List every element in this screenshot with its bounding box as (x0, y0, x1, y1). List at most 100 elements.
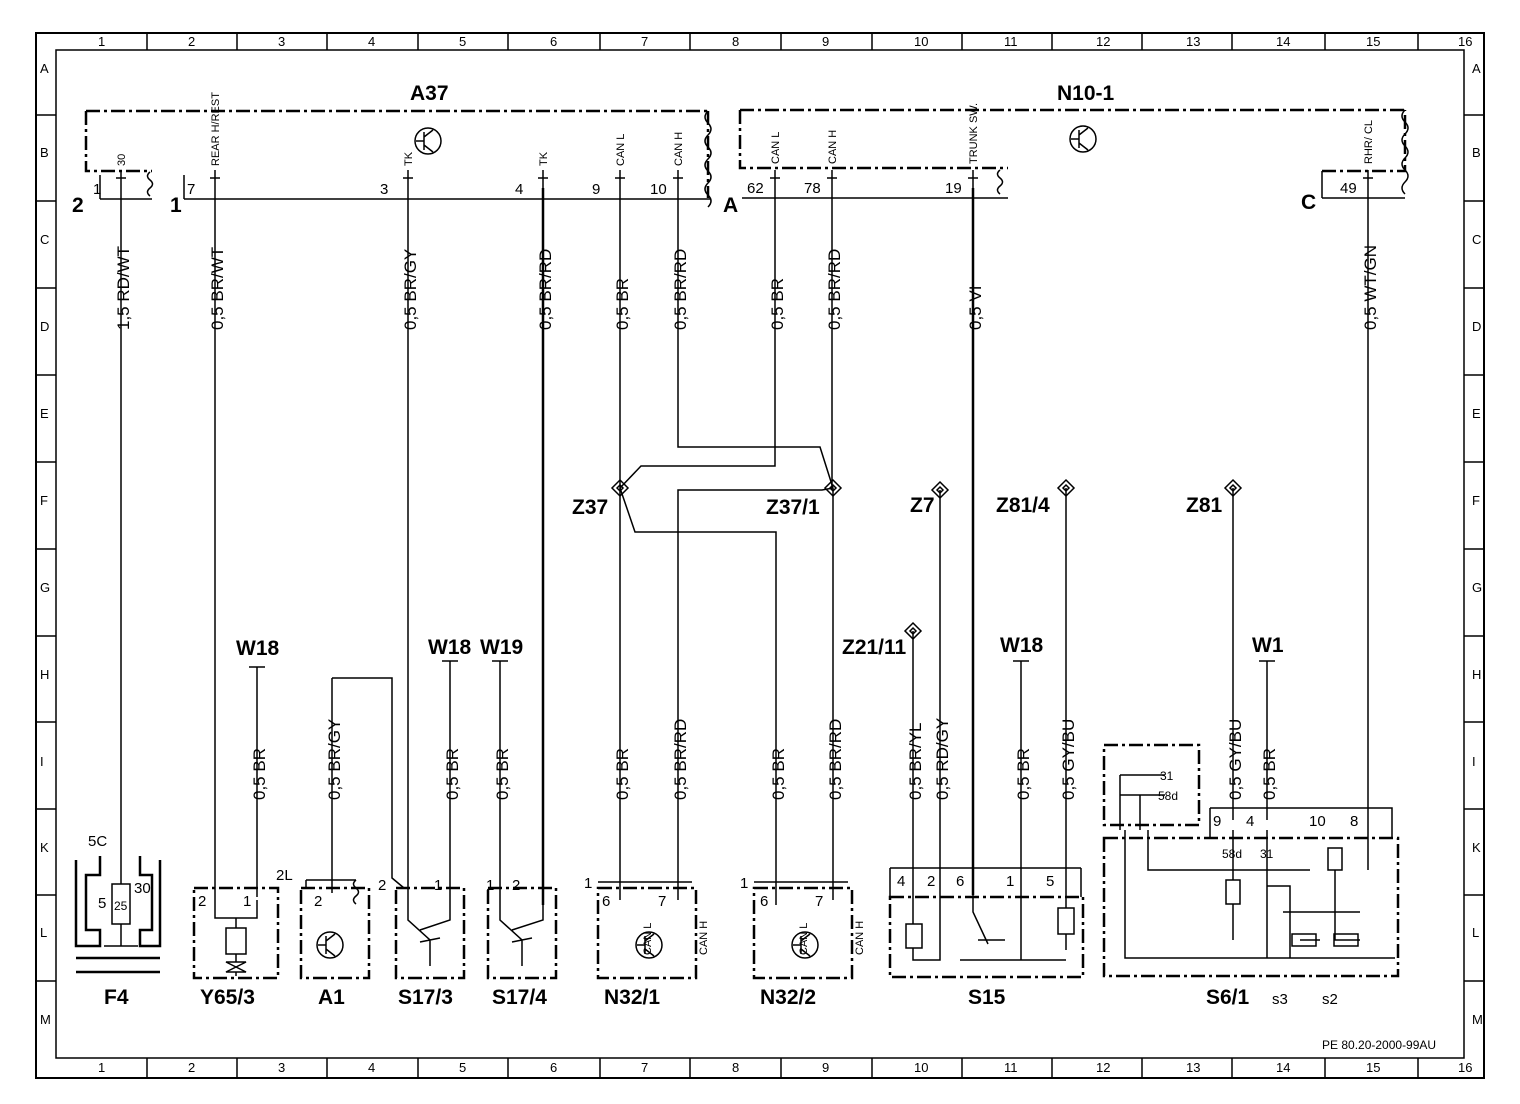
s61-term-58d-b: 58d (1222, 847, 1242, 861)
a1-label: A1 (318, 986, 345, 1009)
s15-pin-2: 2 (927, 873, 935, 890)
n10-pin-stub (770, 170, 780, 188)
wire-label: 0,5 BR (613, 278, 632, 330)
grid-row-label: L (1472, 925, 1479, 940)
ground-w1: W1 (1252, 634, 1284, 657)
component-s17-4: 1 2 S17/4 (486, 877, 558, 1009)
wire-label: 0,5 BR/YL (906, 723, 925, 801)
grid-row-label: G (40, 580, 50, 595)
wire-label: 0,5 BR/RD (671, 719, 690, 800)
a37-pin-number: 4 (515, 181, 523, 198)
wire-label: 0,5 BR (769, 748, 788, 800)
grid-row-label: K (40, 840, 49, 855)
grid-col-label: 6 (550, 1060, 557, 1075)
n322-signal-can-l: CAN L (798, 923, 810, 955)
wire-label: 0,5 RD/GY (933, 718, 952, 800)
ground-w19: W19 (480, 636, 523, 659)
a37-connector-2: 2 (72, 194, 84, 217)
f4-terminal-5c: 5C (88, 833, 107, 850)
grid-col-label: 5 (459, 34, 466, 49)
grid-row-label: I (40, 754, 44, 769)
ground-w18-a: W18 (236, 637, 280, 660)
s61-term-31-b: 31 (1260, 847, 1274, 861)
grid-row-label: G (1472, 580, 1482, 595)
wire-label: 0,5 BR (768, 278, 787, 330)
f4-pin-5: 5 (98, 895, 106, 912)
s61-sub-s3: s3 (1272, 991, 1288, 1008)
grid-col-label: 5 (459, 1060, 466, 1075)
n322-label: N32/2 (760, 986, 816, 1009)
s173-pin-1: 1 (434, 877, 442, 894)
grid-col-label: 2 (188, 1060, 195, 1075)
a37-pin-signal: TK (403, 151, 415, 166)
wire-label: 0,5 BR/GY (401, 249, 420, 330)
grid-col-label: 14 (1276, 34, 1290, 49)
wire-label: 0,5 BR (443, 748, 462, 800)
grid-col-label: 6 (550, 34, 557, 49)
a37-pin-stub (673, 170, 683, 188)
f4-label: F4 (104, 986, 129, 1009)
y65-label: Y65/3 (200, 986, 255, 1009)
component-n32-2: 1 6 7 CAN L CAN H N32/2 (740, 875, 866, 1009)
grid-col-label: 1 (98, 34, 105, 49)
splice-z21-11-label: Z21/11 (842, 636, 907, 659)
a37-pin-signal: CAN H (673, 132, 685, 166)
a37-pin-stub (116, 170, 126, 188)
wire-label: 0,5 BR (1260, 748, 1279, 800)
grid-col-label: 13 (1186, 1060, 1200, 1075)
grid-row-label: B (40, 145, 49, 160)
splice-node (610, 478, 630, 498)
wire-label: 0,5 GY/BU (1226, 719, 1245, 800)
a37-pin-signal: CAN L (615, 134, 627, 166)
n10-pin-signal: CAN L (770, 132, 782, 164)
wire-label: 0,5 BR (613, 748, 632, 800)
grid-col-label: 8 (732, 34, 739, 49)
grid-col-label: 10 (914, 34, 928, 49)
a37-pin-signal: REAR H/REST (210, 92, 222, 166)
y65-pin-1: 1 (243, 893, 251, 910)
splice-node (935, 485, 945, 495)
grid-row-label: M (1472, 1012, 1483, 1027)
a37-pin-signal: TK (538, 151, 550, 166)
y65-pin-2: 2 (198, 893, 206, 910)
a37-pin-stub (210, 170, 220, 188)
a37-pin-number: 3 (380, 181, 388, 198)
s61-pin-10: 10 (1309, 813, 1326, 830)
n10-pin-signal: TRUNK SW. (968, 103, 980, 164)
grid-col-label: 16 (1458, 1060, 1472, 1075)
grid-row-label: C (40, 232, 49, 247)
n321-signal-can-h: CAN H (698, 921, 710, 955)
splice-node (1056, 478, 1076, 498)
splice-node (1228, 483, 1238, 493)
splice-node (1223, 478, 1243, 498)
wire-label: 0,5 BR (250, 748, 269, 800)
grid-row-label: A (40, 61, 49, 76)
wire-label: 0,5 VI (966, 286, 985, 330)
grid-col-label: 9 (822, 34, 829, 49)
grid-col-label: 10 (914, 1060, 928, 1075)
splice-node (1061, 483, 1071, 493)
s15-pin-6: 6 (956, 873, 964, 890)
splice-z81-label: Z81 (1186, 494, 1223, 517)
wire-label: 0,5 BR/RD (536, 249, 555, 330)
grid-row-label: L (40, 925, 47, 940)
n10-pin-stub (968, 170, 978, 188)
s174-pin-1: 1 (486, 877, 494, 894)
wire-label: 0,5 BR/RD (671, 249, 690, 330)
splice-z37-1-label: Z37/1 (766, 496, 820, 519)
n10-pin-signal: RHR/ CL (1363, 120, 1375, 164)
f4-fuse-rating: 25 (114, 899, 128, 913)
wiring-harness (120, 188, 1369, 905)
splice-node (908, 626, 918, 636)
grid-col-label: 11 (1004, 34, 1018, 49)
s61-term-58d-a: 58d (1158, 789, 1178, 803)
n10-pin-number: 49 (1340, 180, 1357, 197)
wire-label: 0,5 BR (493, 748, 512, 800)
grid-col-label: 8 (732, 1060, 739, 1075)
wire-label: 1,5 RD/WT (114, 246, 133, 330)
n322-signal-can-h: CAN H (854, 921, 866, 955)
n322-pin-7: 7 (815, 893, 823, 910)
grid-row-label: C (1472, 232, 1481, 247)
grid-row-label: F (40, 493, 48, 508)
a37-connector-1: 1 (170, 194, 182, 217)
